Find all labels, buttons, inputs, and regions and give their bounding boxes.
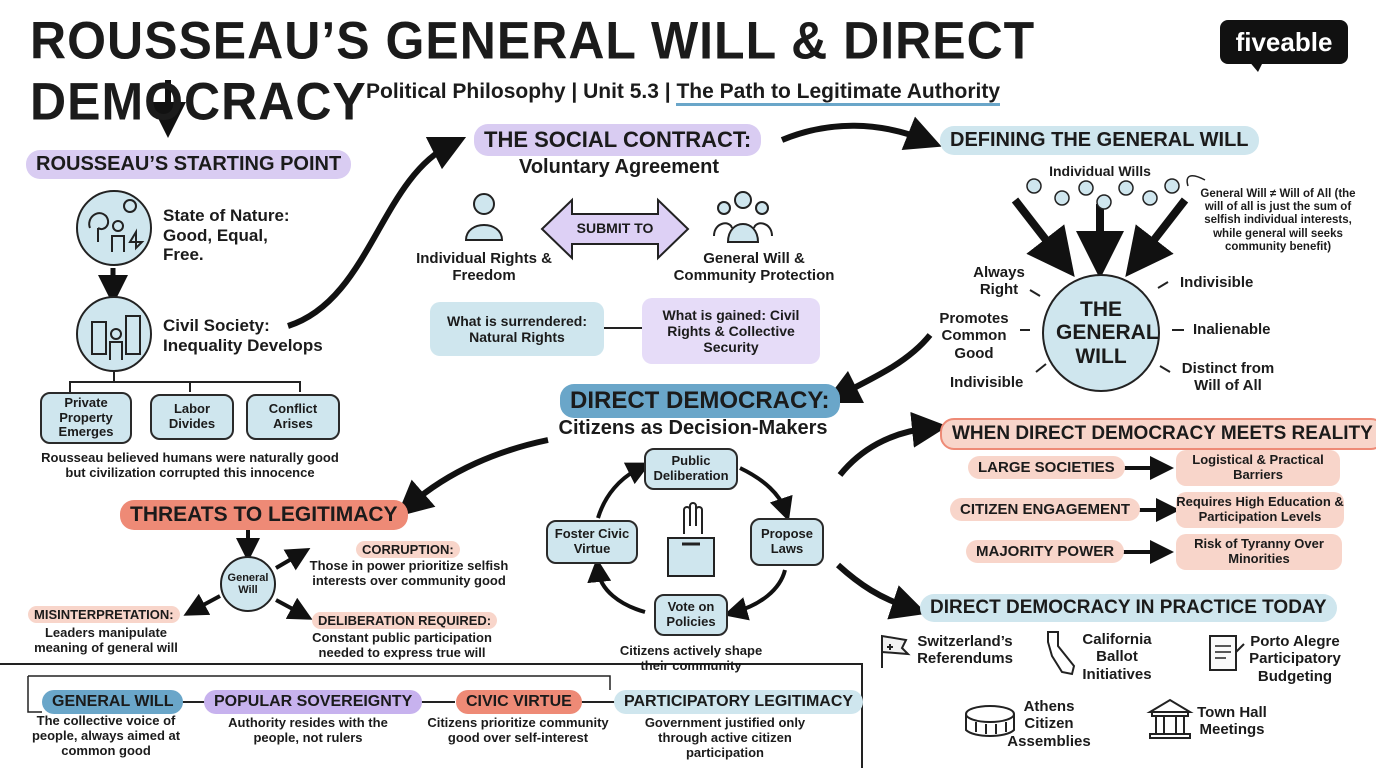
reality-challenge-citizen-engagement: CITIZEN ENGAGEMENT (950, 498, 1141, 521)
general-will-heading: DEFINING THE GENERAL WILL (940, 126, 1259, 155)
generalwill-to-democracy-arrow (823, 333, 933, 404)
civil-to-contract-arrow (287, 136, 467, 329)
subtitle-highlight: The Path to Legitimate Authority (676, 80, 1001, 106)
individual-wills-circles (1024, 176, 1184, 212)
submit-to-label: SUBMIT TO (576, 220, 654, 236)
state-of-nature-label: State of Nature: Good, Equal, Free. (163, 206, 290, 265)
social-contract-heading: THE SOCIAL CONTRACT: (474, 124, 762, 156)
democracy-to-reality-arrow (837, 411, 948, 477)
civil-society-label: Civil Society: Inequality Develops (163, 316, 323, 355)
cycle-propose-laws: Propose Laws (750, 518, 824, 566)
reality-heading: WHEN DIRECT DEMOCRACY MEETS REALITY (940, 418, 1376, 450)
example-athens: Athens Citizen Assemblies (1007, 698, 1091, 750)
threats-center-label: General Will (227, 571, 269, 596)
general-will-circle: THE GENERAL WILL (1042, 274, 1160, 392)
submit-to-double-arrow: SUBMIT TO (540, 196, 690, 262)
cycle-vote-on-policies: Vote on Policies (654, 594, 728, 636)
general-will-center-label: THE GENERAL WILL (1056, 298, 1159, 368)
corruption-text: Those in power prioritize selfish intere… (309, 558, 509, 588)
misinterpretation-text: Leaders manipulate meaning of general wi… (34, 625, 178, 655)
concept-general-will-term: GENERAL WILL (42, 690, 184, 714)
ballot-box-icon (662, 500, 720, 580)
property-distinct: Distinct from Will of All (1181, 360, 1275, 395)
democracy-to-practice-arrow (835, 562, 928, 620)
property-inalienable: Inalienable (1193, 321, 1271, 338)
logo-text: fiveable (1235, 26, 1333, 57)
effect-conflict-arises: Conflict Arises (246, 394, 340, 440)
california-icon (1044, 630, 1078, 676)
community-group-icon (712, 188, 774, 246)
general-will-community-label: General Will & Community Protection (673, 250, 835, 285)
budget-doc-icon (1206, 632, 1246, 674)
page-title: ROUSSEAU’S GENERAL WILL & DIRECT DEMOCRA… (30, 11, 1036, 131)
example-switzerland: Switzerland’s Referendums (917, 633, 1013, 668)
concept-civic-virtue-term: CIVIC VIRTUE (456, 690, 582, 714)
concept-general-will-def: The collective voice of people, always a… (31, 713, 181, 758)
concept-participatory-legitimacy-def: Government justified only through active… (644, 715, 806, 760)
cycle-foster-civic-virtue: Foster Civic Virtue (546, 520, 638, 564)
starting-point-heading: ROUSSEAU’S STARTING POINT (26, 150, 352, 179)
city-icon (76, 296, 152, 372)
fiveable-logo[interactable]: fiveable (1220, 20, 1348, 64)
will-of-all-note: General Will ≠ Will of All (the will of … (1200, 188, 1356, 253)
tree-person-icon (88, 199, 145, 252)
individual-person-icon (462, 190, 506, 244)
practice-heading: DIRECT DEMOCRACY IN PRACTICE TODAY (920, 594, 1337, 622)
direct-democracy-heading: DIRECT DEMOCRACY: (560, 384, 840, 418)
effect-private-property: Private Property Emerges (40, 392, 132, 444)
direct-democracy-note: Citizens actively shape their community (619, 643, 763, 673)
example-california: California Ballot Initiatives (1082, 631, 1152, 683)
deliberation-text: Constant public participation needed to … (312, 630, 492, 660)
concept-popular-sovereignty-def: Authority resides with the people, not r… (228, 715, 388, 745)
social-contract-subheading: Voluntary Agreement (518, 156, 720, 178)
effect-labor-divides: Labor Divides (150, 394, 234, 440)
concept-popular-sovereignty-term: POPULAR SOVEREIGNTY (204, 690, 423, 714)
misinterpretation-title: MISINTERPRETATION: (28, 606, 180, 623)
town-hall-icon (1146, 696, 1194, 742)
threats-center-circle: General Will (220, 556, 276, 612)
contract-to-generalwill-arrow (780, 116, 942, 151)
direct-democracy-subheading: Citizens as Decision-Makers (558, 417, 828, 439)
property-common-good: Promotes Common Good (939, 310, 1009, 362)
subtitle-prefix: Political Philosophy | Unit 5.3 | (366, 80, 671, 103)
flag-icon (876, 632, 914, 670)
corruption-title: CORRUPTION: (356, 541, 460, 558)
starting-point-note: Rousseau believed humans were naturally … (41, 450, 339, 480)
buildings-person-icon (91, 315, 141, 360)
threats-heading: THREATS TO LEGITIMACY (120, 500, 408, 530)
cycle-public-deliberation: Public Deliberation (644, 448, 738, 490)
nature-icon (76, 190, 152, 266)
concept-civic-virtue-def: Citizens prioritize community good over … (427, 715, 609, 745)
property-indivisible-bottom: Indivisible (950, 374, 1024, 391)
colosseum-icon (962, 698, 1018, 742)
property-indivisible-top: Indivisible (1180, 274, 1254, 291)
example-porto-alegre: Porto Alegre Participatory Budgeting (1249, 633, 1341, 685)
democracy-to-threats-arrow (396, 437, 549, 517)
concept-participatory-legitimacy-term: PARTICIPATORY LEGITIMACY (614, 690, 864, 714)
gained-box: What is gained: Civil Rights & Collectiv… (642, 298, 820, 364)
deliberation-title: DELIBERATION REQUIRED: (312, 612, 498, 629)
surrendered-box: What is surrendered: Natural Rights (430, 302, 604, 356)
page-subtitle: Political Philosophy | Unit 5.3 | The Pa… (366, 80, 1001, 106)
property-always-right: Always Right (973, 264, 1025, 299)
individual-rights-label: Individual Rights & Freedom (416, 250, 552, 285)
reality-challenge-large-societies: LARGE SOCIETIES (968, 456, 1125, 479)
reality-result-logistical: Logistical & Practical Barriers (1176, 450, 1340, 486)
individual-wills-label: Individual Wills (1049, 163, 1151, 179)
effects-tree-lines (69, 372, 301, 392)
example-town-hall: Town Hall Meetings (1197, 704, 1267, 739)
reality-result-education: Requires High Education & Participation … (1176, 492, 1344, 528)
reality-challenge-majority-power: MAJORITY POWER (966, 540, 1125, 563)
reality-result-tyranny: Risk of Tyranny Over Minorities (1176, 534, 1342, 570)
logo-tail (1248, 60, 1264, 72)
